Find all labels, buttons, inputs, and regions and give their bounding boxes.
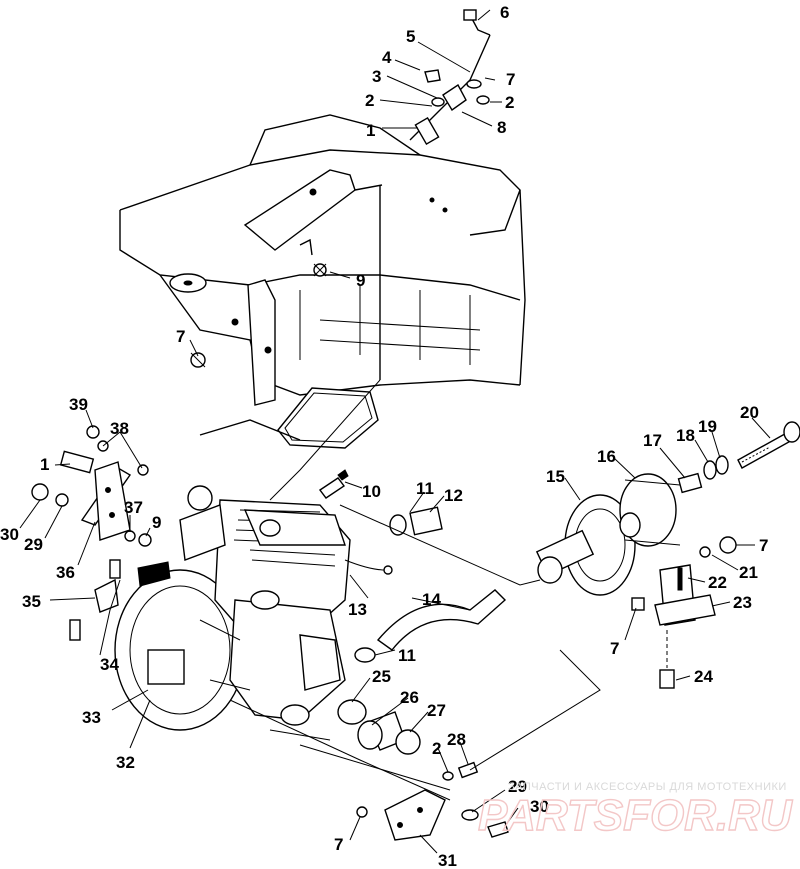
callout-14: 14 xyxy=(422,590,441,609)
callout-17: 17 xyxy=(643,431,662,450)
callout-23: 23 xyxy=(733,593,752,612)
right-bracket xyxy=(631,536,737,689)
callout-25: 25 xyxy=(372,667,391,686)
callout-19: 19 xyxy=(698,417,717,436)
callout-7-bracket: 7 xyxy=(610,639,619,658)
callout-1-top: 1 xyxy=(366,121,375,140)
callout-32: 32 xyxy=(116,753,135,772)
callout-26: 26 xyxy=(400,688,419,707)
callout-2-right: 2 xyxy=(505,93,514,112)
callout-28: 28 xyxy=(447,730,466,749)
callout-labels: 6 5 4 3 7 2 2 8 1 9 7 39 38 1 30 29 37 9… xyxy=(0,3,768,869)
callout-37: 37 xyxy=(124,498,143,517)
callout-1-left: 1 xyxy=(40,455,49,474)
callout-6: 6 xyxy=(500,3,509,22)
watermark-logo: PARTSFOR.RU xyxy=(478,791,793,840)
frame-assembly xyxy=(119,114,526,501)
callout-7-right: 7 xyxy=(759,536,768,555)
callout-13: 13 xyxy=(348,600,367,619)
engine-mount-bracket xyxy=(31,425,152,641)
callout-35: 35 xyxy=(22,592,41,611)
callout-27: 27 xyxy=(427,701,446,720)
callout-11-top: 11 xyxy=(416,479,434,498)
leader-lines xyxy=(19,9,771,854)
callout-30-low: 30 xyxy=(530,797,549,816)
callout-38: 38 xyxy=(110,419,129,438)
callout-20: 20 xyxy=(740,403,759,422)
callout-21: 21 xyxy=(739,563,758,582)
callout-5: 5 xyxy=(406,27,415,46)
callout-31: 31 xyxy=(438,851,457,869)
callout-9-top: 9 xyxy=(356,271,365,290)
callout-9-left: 9 xyxy=(152,513,161,532)
callout-2-left: 2 xyxy=(365,91,374,110)
callout-30-left: 30 xyxy=(0,525,19,544)
callout-36: 36 xyxy=(56,563,75,582)
callout-33: 33 xyxy=(82,708,101,727)
callout-15: 15 xyxy=(546,467,565,486)
assembly-lines xyxy=(229,504,601,801)
callout-12: 12 xyxy=(444,486,463,505)
drive-clutch xyxy=(535,421,800,596)
callout-16: 16 xyxy=(597,447,616,466)
callout-34: 34 xyxy=(100,655,119,674)
throttle-linkage xyxy=(190,9,491,368)
callout-7-low: 7 xyxy=(334,835,343,854)
callout-8: 8 xyxy=(497,118,506,137)
callout-11-low: 11 xyxy=(398,646,416,665)
callout-7-top: 7 xyxy=(506,70,515,89)
ignition-and-hose xyxy=(318,469,507,663)
callout-24: 24 xyxy=(694,667,713,686)
callout-22: 22 xyxy=(708,573,727,592)
callout-7-frame: 7 xyxy=(176,327,185,346)
callout-18: 18 xyxy=(676,426,695,445)
callout-29-low: 29 xyxy=(508,777,527,796)
watermark-tagline: ЗАПЧАСТИ И АКСЕССУАРЫ ДЛЯ МОТОТЕХНИКИ xyxy=(508,781,787,793)
watermark: ЗАПЧАСТИ И АКСЕССУАРЫ ДЛЯ МОТОТЕХНИКИ PA… xyxy=(477,781,793,841)
callout-29-left: 29 xyxy=(24,535,43,554)
callout-4: 4 xyxy=(382,48,392,67)
callout-3: 3 xyxy=(372,67,381,86)
callout-39: 39 xyxy=(69,395,88,414)
callout-2-low: 2 xyxy=(432,739,441,758)
callout-10: 10 xyxy=(362,482,381,501)
